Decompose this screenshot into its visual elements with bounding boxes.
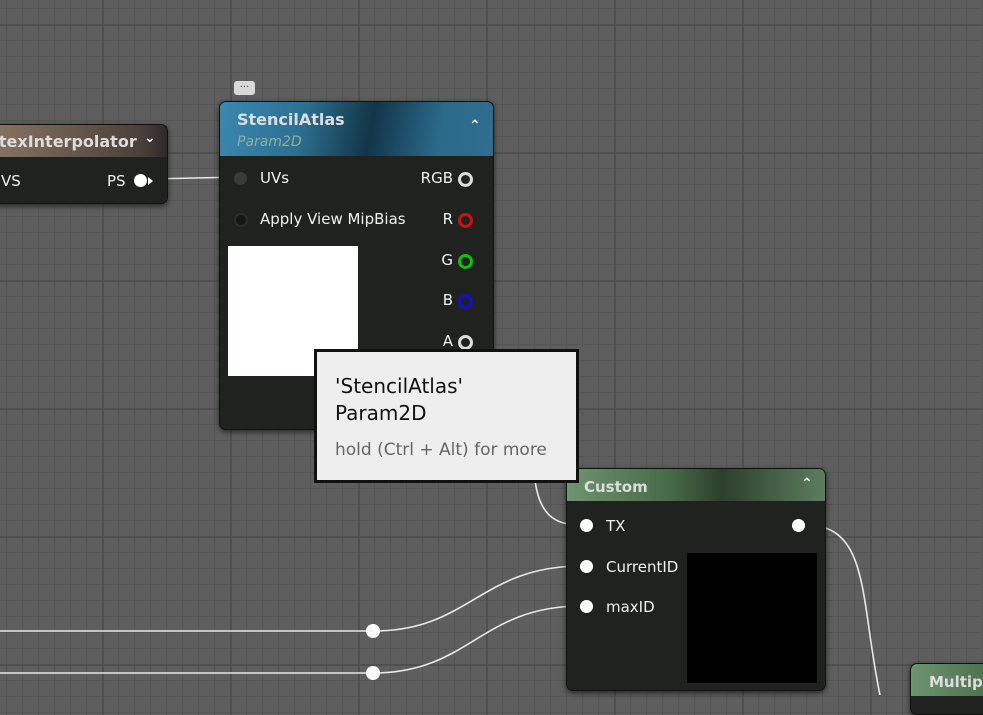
custom-preview: [687, 553, 817, 683]
output-pin-b[interactable]: [458, 294, 473, 309]
wire-knot1: [0, 565, 583, 632]
input-pin-tx[interactable]: [580, 519, 593, 532]
node-title: StencilAtlas: [237, 110, 345, 129]
wires: [0, 176, 881, 695]
pin-label-a: A: [442, 332, 453, 350]
chevron-up-icon[interactable]: ⌃: [469, 118, 481, 134]
node-header[interactable]: rtexInterpolator ⌄: [0, 125, 167, 157]
node-subtitle: Param2D: [237, 134, 302, 150]
input-pin-currentid[interactable]: [580, 560, 593, 573]
tooltip-hint: hold (Ctrl + Alt) for more: [335, 440, 547, 460]
tooltip: 'StencilAtlas' Param2D hold (Ctrl + Alt)…: [314, 349, 579, 483]
input-pin-uvs[interactable]: [234, 172, 247, 185]
pin-label-maxid: maxID: [606, 598, 655, 616]
output-pin-rgb[interactable]: [458, 172, 473, 187]
pin-label-rgb: RGB: [420, 169, 453, 187]
node-title: rtexInterpolator: [0, 132, 137, 151]
output-pin-ps[interactable]: [134, 174, 147, 187]
output-pin-g[interactable]: [458, 254, 473, 269]
output-pin-r[interactable]: [458, 213, 473, 228]
chevron-down-icon[interactable]: ⌄: [144, 130, 156, 146]
node-header[interactable]: Custom ⌃: [567, 469, 825, 501]
pin-arrow-icon: [148, 177, 153, 185]
pin-label-b: B: [442, 291, 453, 309]
wire-custom-out: [805, 524, 881, 695]
node-title: Custom: [584, 478, 648, 496]
pin-label-apply-view-mipbias: Apply View MipBias: [260, 210, 406, 228]
pin-label-g: G: [441, 251, 453, 269]
stencil-atlas-node[interactable]: StencilAtlas Param2D ⌃ UVs Apply View Mi…: [219, 101, 494, 430]
vertex-interpolator-node[interactable]: rtexInterpolator ⌄ VS PS: [0, 124, 168, 204]
tooltip-subtitle: Param2D: [335, 401, 427, 425]
output-pin-a[interactable]: [458, 335, 473, 350]
pin-label-ps: PS: [107, 172, 126, 190]
input-pin-apply-view-mipbias[interactable]: [234, 213, 248, 227]
comment-bubble-icon[interactable]: ...: [234, 80, 255, 95]
multiply-node[interactable]: Multipl: [910, 663, 983, 715]
node-header[interactable]: Multipl: [911, 664, 983, 696]
pin-label-tx: TX: [606, 517, 626, 535]
node-header[interactable]: StencilAtlas Param2D ⌃: [220, 102, 493, 156]
output-pin[interactable]: [792, 519, 805, 532]
pin-label-vs: VS: [1, 172, 21, 190]
reroute-knot[interactable]: [366, 624, 380, 638]
custom-node[interactable]: Custom ⌃ TX CurrentID maxID: [566, 468, 826, 691]
pin-label-currentid: CurrentID: [606, 558, 679, 576]
tooltip-title: 'StencilAtlas': [335, 374, 464, 398]
pin-label-uvs: UVs: [260, 169, 290, 187]
wire-knot2: [0, 605, 583, 674]
node-title: Multipl: [929, 673, 983, 691]
chevron-up-icon[interactable]: ⌃: [801, 476, 813, 492]
pin-label-r: R: [442, 210, 453, 228]
reroute-knot[interactable]: [366, 666, 380, 680]
input-pin-maxid[interactable]: [580, 600, 593, 613]
